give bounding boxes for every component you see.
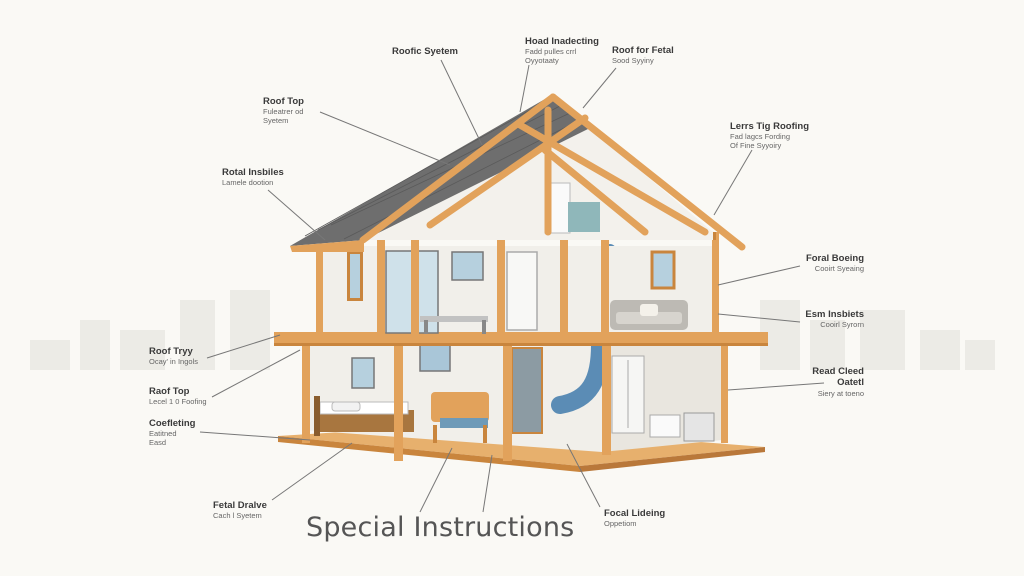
desk — [420, 316, 488, 334]
label-rotal-insbiles: Rotal Insbiles Lamele dootion — [222, 167, 284, 187]
label-sub2: Siery at toeno — [817, 388, 864, 398]
label-sub2: Oyyotaaty — [525, 56, 559, 66]
label-title: Fetal Dralve — [213, 500, 267, 511]
label-sub: Fad lagcs Fording — [730, 132, 791, 142]
ground-window-2 — [419, 344, 451, 372]
upper-floor-posts — [316, 232, 719, 334]
label-roofic-system: Roofic Syetem — [392, 46, 458, 57]
label-roof-try: Roof Tryy Ocay' in Ingols — [149, 346, 198, 366]
label-title: Roofic Syetem — [392, 46, 458, 57]
appliance — [649, 414, 681, 438]
roof-rafters — [359, 93, 746, 251]
label-coefleting: Coefleting Eatitned Easd — [149, 418, 195, 447]
label-sub: Ocay' in Ingols — [149, 357, 198, 367]
label-sub2: Syetem — [263, 116, 289, 126]
label-sub2: Of Fine Syyoiry — [730, 141, 782, 151]
label-sub: Oppetiom — [604, 519, 637, 529]
label-esm-insbiets: Esm Insbiets Cooirl Syrorn — [786, 309, 864, 329]
label-focal-lideing: Focal Lideing Oppetiom — [604, 508, 665, 528]
deck-edge-side — [580, 447, 765, 472]
label-title: Hoad Inadecting — [525, 36, 599, 47]
label-roof-for-fetal: Roof for Fetal Sood Syyiny — [612, 45, 674, 65]
ventilation-duct — [551, 336, 609, 414]
upper-door — [506, 251, 538, 331]
label-sub: Lecel 1 0 Foofing — [149, 397, 207, 407]
label-title: Roof Tryy — [149, 346, 193, 357]
label-sub2: Easd — [149, 438, 167, 448]
label-title: Esm Insbiets — [805, 309, 864, 320]
label-foral-boeing: Foral Boeing Cooirt Syeaing — [786, 253, 864, 273]
label-title: Rotal Insbiles — [222, 167, 284, 178]
label-title: Coefleting — [149, 418, 196, 429]
label-sub: Eatitned — [149, 429, 177, 439]
ground-floor-posts — [302, 343, 728, 461]
label-sub: Oatetl — [837, 377, 864, 389]
label-sub: Cooirt Syeaing — [814, 264, 864, 274]
label-roof-top-2: Raof Top Lecel 1 0 Foofing — [149, 386, 207, 406]
upper-window-right — [650, 250, 676, 290]
label-roof-top-1: Roof Top Fuleatrer od Syetem — [263, 96, 304, 125]
label-fetal-drive: Fetal Dralve Cach l Syetem — [213, 500, 267, 520]
label-title: Roof for Fetal — [612, 45, 674, 56]
label-reed-cleed: Read Cleed Oatetl Siery at toeno — [786, 366, 864, 398]
sofa — [610, 300, 688, 330]
leader-lines — [199, 59, 825, 513]
diagram-title: Special Instructions — [306, 512, 575, 543]
label-sub: Lamele dootion — [222, 178, 274, 188]
label-sub: Cooirl Syrorn — [820, 320, 864, 330]
label-title: Focal Lideing — [604, 508, 666, 519]
label-sub: Sood Syyiny — [612, 56, 654, 66]
upper-window — [451, 251, 484, 281]
armchair — [431, 392, 489, 443]
label-sub: Fadd pulles crrl — [525, 47, 577, 57]
label-title: Lerrs Tig Roofing — [730, 121, 809, 132]
ground-window — [351, 357, 375, 389]
label-title: Roof Top — [263, 96, 304, 107]
label-lerrs-tig-roofing: Lerrs Tig Roofing Fad lagcs Fording Of F… — [730, 121, 809, 150]
upper-window-left — [350, 254, 360, 298]
label-sub: Fuleatrer od — [263, 107, 304, 117]
label-title: Foral Boeing — [805, 253, 864, 264]
ground-door — [511, 347, 543, 434]
label-title: Raof Top — [149, 386, 190, 397]
roof-fascia — [290, 240, 364, 252]
roof-shingles — [290, 95, 590, 246]
label-sub: Cach l Syetem — [213, 511, 262, 521]
label-title: Read Cleed — [812, 366, 864, 377]
insulation-roll — [568, 202, 600, 232]
upper-floor-slab — [274, 332, 768, 343]
bed — [314, 396, 414, 436]
background-skyline — [30, 290, 995, 370]
gable-wall — [363, 97, 713, 240]
label-head-insulating: Hoad Inadecting Fadd pulles crrl Oyyotaa… — [525, 36, 599, 65]
washer — [683, 412, 715, 442]
deck-edge-front — [278, 436, 580, 472]
